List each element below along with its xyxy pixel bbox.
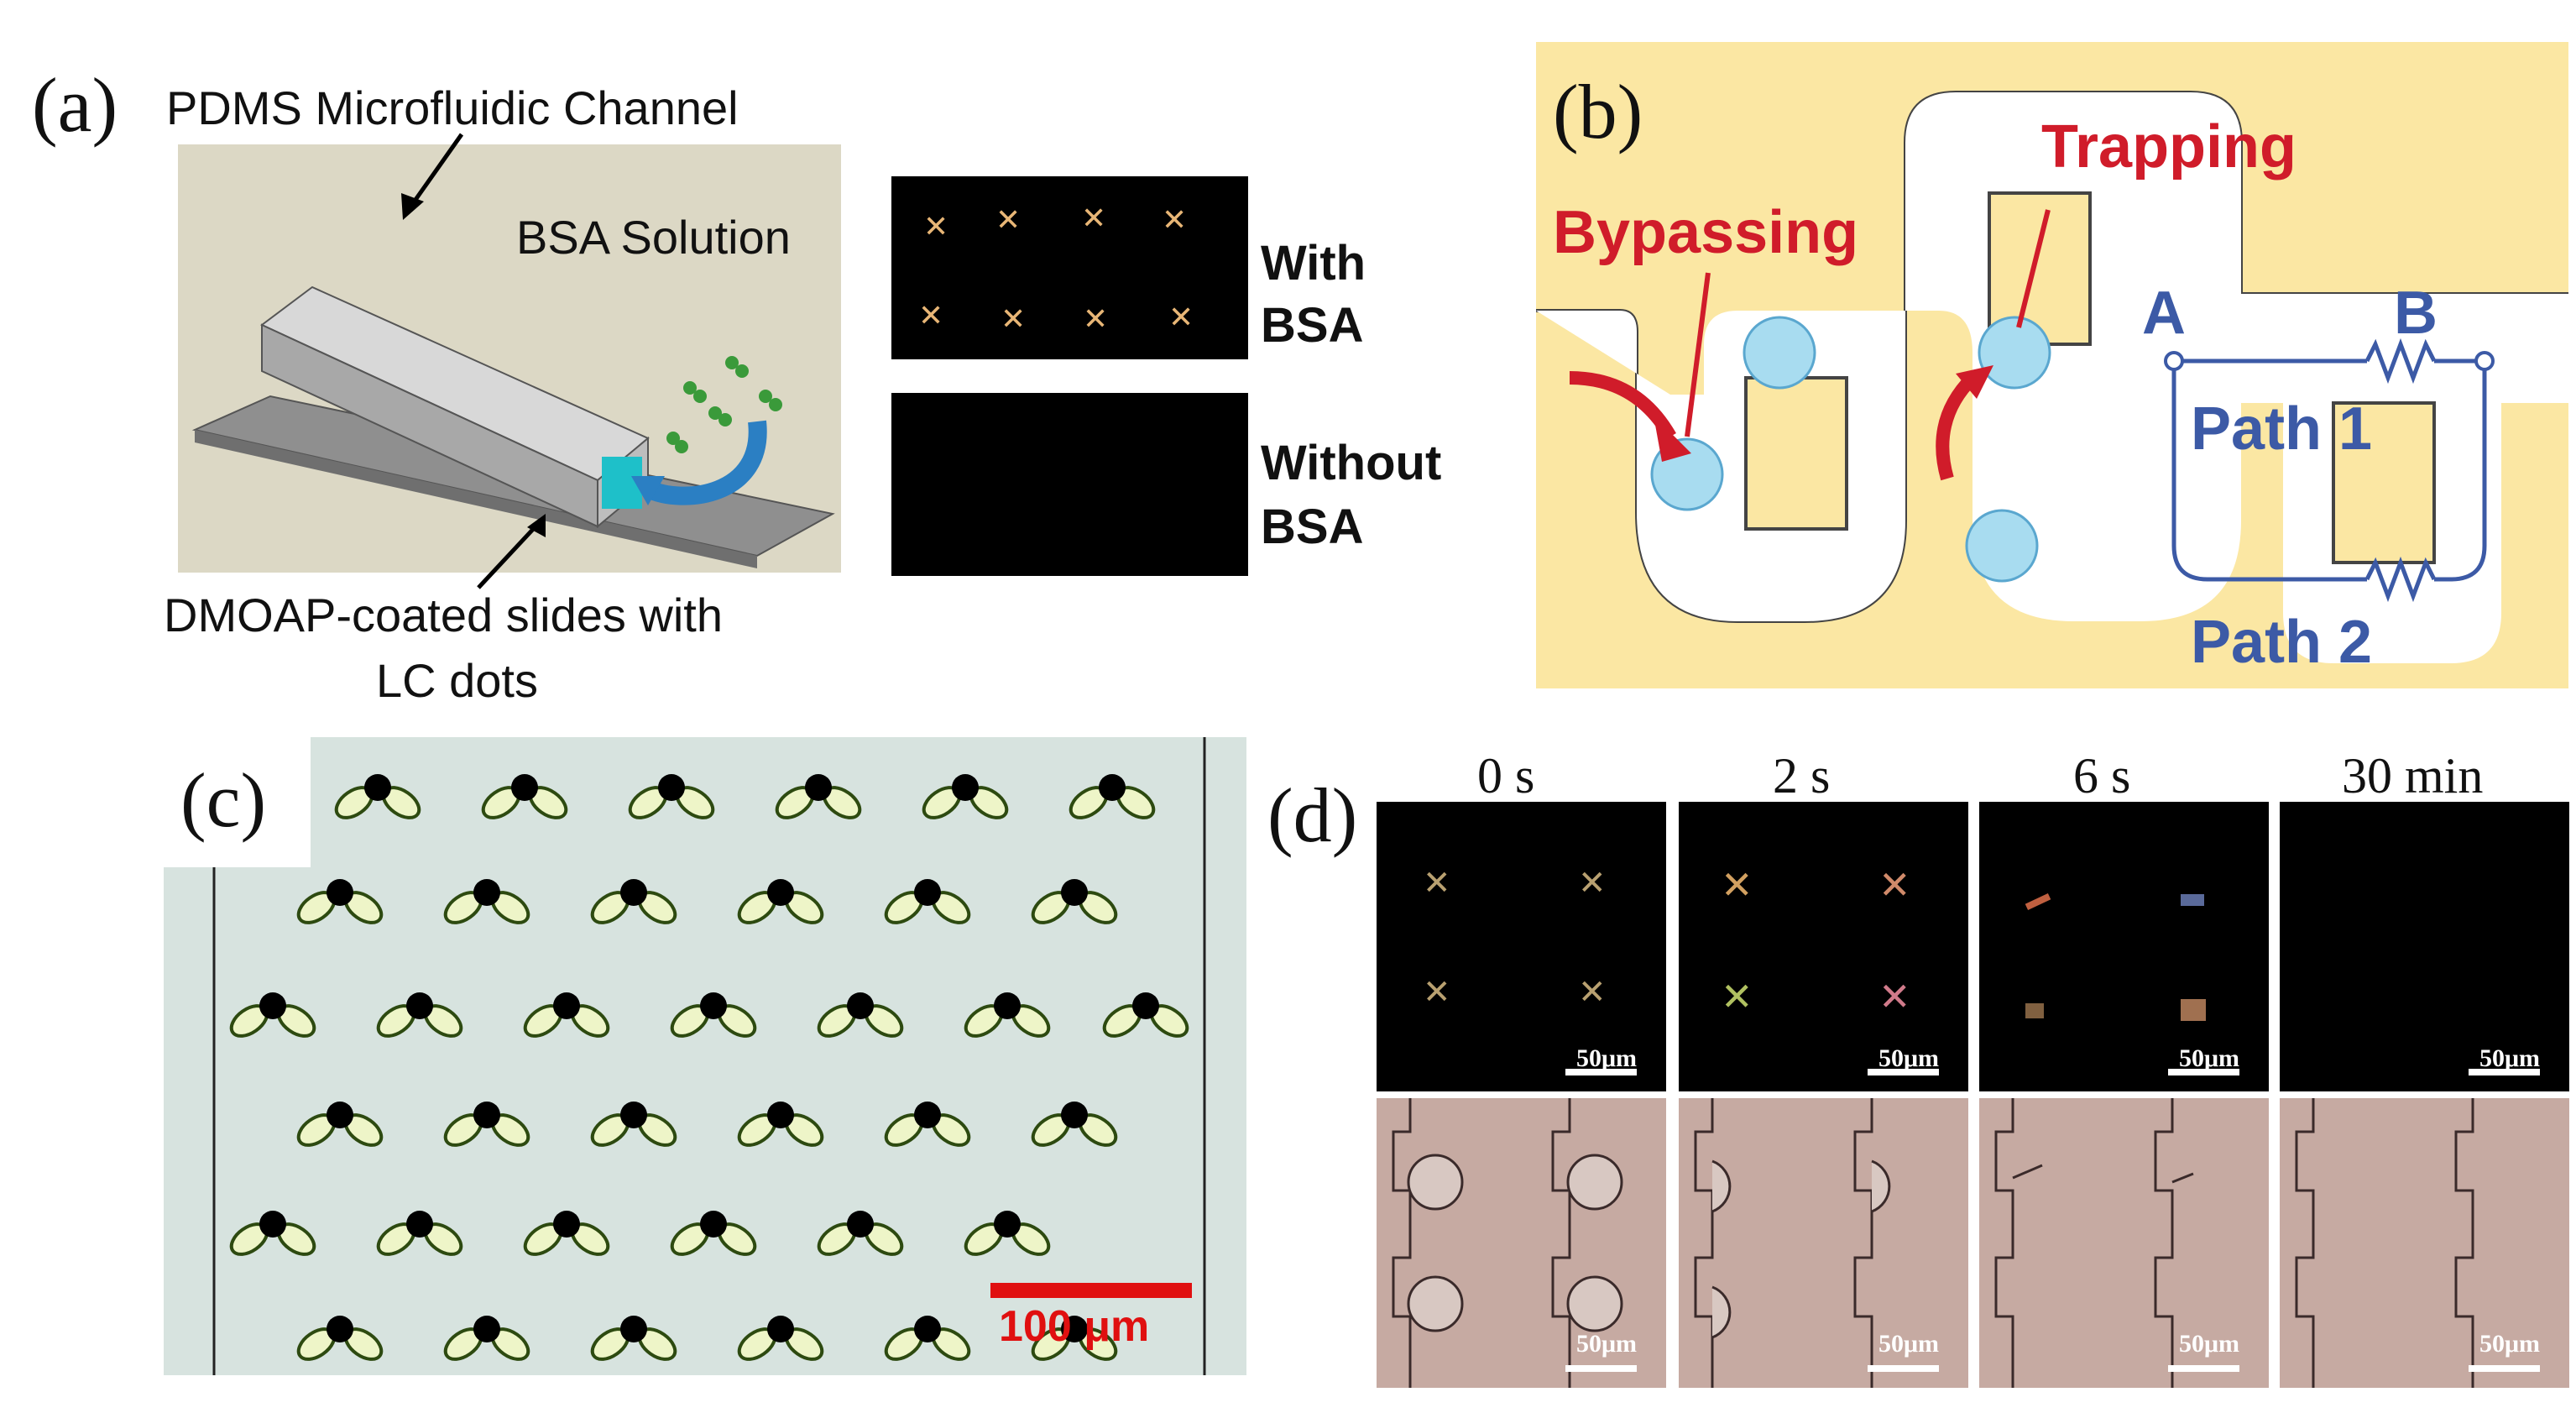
time-label-0: 0 s	[1477, 748, 1535, 803]
panel-b-letter: (b)	[1553, 69, 1643, 154]
trap-row-1	[329, 772, 1161, 826]
panel-d-letter: (d)	[1267, 772, 1358, 858]
slide-label-line2: LC dots	[376, 654, 538, 707]
without-label-line1: Without	[1261, 436, 1442, 490]
trapping-label: Trapping	[2041, 113, 2296, 181]
svg-text:✕: ✕	[1878, 862, 1911, 908]
bypassing-label: Bypassing	[1553, 199, 1859, 266]
path2-label: Path 2	[2191, 609, 2373, 676]
svg-text:✕: ✕	[923, 210, 948, 244]
time-label-1: 2 s	[1773, 748, 1831, 803]
with-label-line1: With	[1261, 236, 1366, 290]
time-label-2: 6 s	[2073, 748, 2131, 803]
scale-label-top-0: 50μm	[1576, 1044, 1637, 1072]
svg-text:✕: ✕	[1578, 973, 1607, 1012]
node-a-label: A	[2142, 280, 2186, 347]
trap-diagram	[1536, 42, 2568, 688]
trap-row-3	[224, 991, 1194, 1044]
solution-label: BSA Solution	[516, 211, 791, 264]
scale-label-bottom-1: 50μm	[1878, 1330, 1939, 1358]
scale-label-top-3: 50μm	[2479, 1044, 2540, 1072]
node-b-label: B	[2394, 280, 2438, 347]
scale-label-bottom-0: 50μm	[1576, 1330, 1637, 1358]
trap-row-5	[224, 1209, 1056, 1263]
with-label-line2: BSA	[1261, 298, 1364, 353]
slide-label-line1: DMOAP-coated slides with	[164, 589, 724, 641]
brightfield-frame-3	[2280, 1098, 2569, 1388]
panel-c-letter-box	[164, 737, 311, 867]
svg-text:✕: ✕	[1578, 864, 1607, 903]
trap-row-6	[291, 1314, 1123, 1368]
scale-label-top-2: 50μm	[2179, 1044, 2239, 1072]
with-bsa-image: ✕ ✕ ✕ ✕ ✕ ✕ ✕ ✕	[891, 176, 1248, 359]
polarized-frame-3	[2280, 802, 2569, 1091]
without-label-line2: BSA	[1261, 500, 1364, 554]
trap-row-4	[291, 1100, 1123, 1154]
channel-illustration	[178, 144, 841, 573]
svg-text:✕: ✕	[1168, 301, 1194, 335]
scale-bar-c-label: 100 μm	[999, 1302, 1150, 1351]
svg-text:✕: ✕	[1721, 862, 1753, 908]
flow-arrow	[644, 420, 767, 505]
svg-text:✕: ✕	[1878, 974, 1911, 1019]
svg-text:✕: ✕	[995, 203, 1021, 238]
svg-text:✕: ✕	[1423, 864, 1451, 903]
leader-arrows	[401, 133, 546, 589]
scale-label-bottom-2: 50μm	[2179, 1330, 2239, 1358]
trap-array-micrograph	[164, 737, 1246, 1375]
svg-text:✕: ✕	[1721, 974, 1753, 1019]
svg-text:✕: ✕	[1423, 973, 1451, 1012]
scale-label-top-1: 50μm	[1878, 1044, 1939, 1072]
brightfield-frame-1	[1679, 1098, 1968, 1388]
trap-block-1	[1744, 376, 1848, 531]
channel-label: PDMS Microfluidic Channel	[166, 81, 739, 134]
svg-text:✕: ✕	[1162, 203, 1187, 238]
path1-label: Path 1	[2191, 395, 2373, 463]
polarized-frame-1: ✕ ✕ ✕ ✕	[1679, 802, 1968, 1091]
panel-c-letter: (c)	[180, 757, 267, 843]
scale-bar-c	[990, 1283, 1192, 1298]
svg-text:✕: ✕	[1081, 201, 1106, 236]
polarized-frame-0: ✕ ✕ ✕ ✕	[1377, 802, 1666, 1091]
svg-text:✕: ✕	[1001, 302, 1026, 337]
without-bsa-image	[891, 393, 1248, 576]
panel-a-letter: (a)	[32, 62, 118, 148]
trap-block-3	[2332, 401, 2436, 564]
brightfield-frame-2	[1979, 1098, 2269, 1388]
brightfield-frame-0	[1377, 1098, 1666, 1388]
scale-label-bottom-3: 50μm	[2479, 1330, 2540, 1358]
polarized-frame-2	[1979, 802, 2269, 1091]
trap-row-2	[291, 877, 1123, 931]
svg-text:✕: ✕	[918, 299, 943, 333]
time-label-3: 30 min	[2342, 748, 2484, 803]
svg-text:✕: ✕	[1083, 302, 1108, 337]
